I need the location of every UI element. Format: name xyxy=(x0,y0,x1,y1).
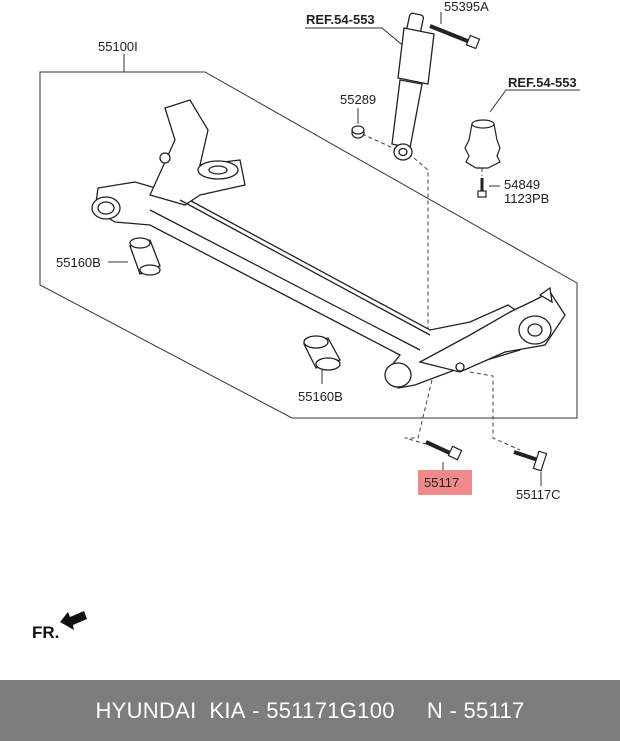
bolt-55117c-icon xyxy=(513,450,548,472)
bumper-bolt-icon xyxy=(477,178,487,198)
leader-bumper-ref xyxy=(489,89,580,113)
bushing-left-icon xyxy=(129,237,161,276)
footer-sep: - xyxy=(245,697,267,723)
front-marker-label: FR. xyxy=(32,623,59,642)
parts-diagram: 55100I REF.54-553 55395A 55289 REF.54-55… xyxy=(32,0,580,642)
label-bolt-c: 55117C xyxy=(516,487,561,502)
highlight-box xyxy=(418,470,472,495)
label-bolt-top: 55395A xyxy=(444,0,489,14)
footer-diagram-number: N - 55117 xyxy=(426,697,525,723)
label-shock-ref: REF.54-553 xyxy=(306,12,375,27)
label-bumper-bolt-b: 1123PB xyxy=(504,191,549,206)
footer-gap xyxy=(395,698,427,724)
dash-bolt-c xyxy=(469,371,521,451)
assembly-boundary xyxy=(39,71,578,419)
dash-shock-axle xyxy=(413,157,429,345)
label-bumper-ref: REF.54-553 xyxy=(508,75,577,90)
torsion-beam-axle xyxy=(91,99,566,389)
bushing-right-icon xyxy=(303,335,341,371)
footer-part-number: 551171G100 xyxy=(266,697,395,723)
label-bushing-left: 55160B xyxy=(56,255,101,270)
label-bumper-bolt-a: 54849 xyxy=(504,177,540,192)
front-marker: FR. xyxy=(32,611,87,642)
bump-stopper-icon xyxy=(464,119,501,169)
front-arrow-icon xyxy=(60,611,87,630)
label-assembly: 55100I xyxy=(98,39,138,54)
label-nut: 55289 xyxy=(340,92,376,107)
label-highlighted-bolt: 55117 xyxy=(424,475,459,490)
leader-shock-ref xyxy=(305,27,407,49)
top-bolt-icon xyxy=(429,24,481,50)
shock-absorber xyxy=(391,12,435,161)
footer-brand: HYUNDAI KIA xyxy=(95,697,246,723)
bolt-55117-icon xyxy=(425,440,463,461)
label-bushing-right: 55160B xyxy=(298,389,343,404)
footer-bar: HYUNDAI KIA - 551171G100 N - 55117 xyxy=(0,680,620,741)
nut-icon xyxy=(351,125,365,139)
dash-bolt-lower xyxy=(404,379,441,449)
